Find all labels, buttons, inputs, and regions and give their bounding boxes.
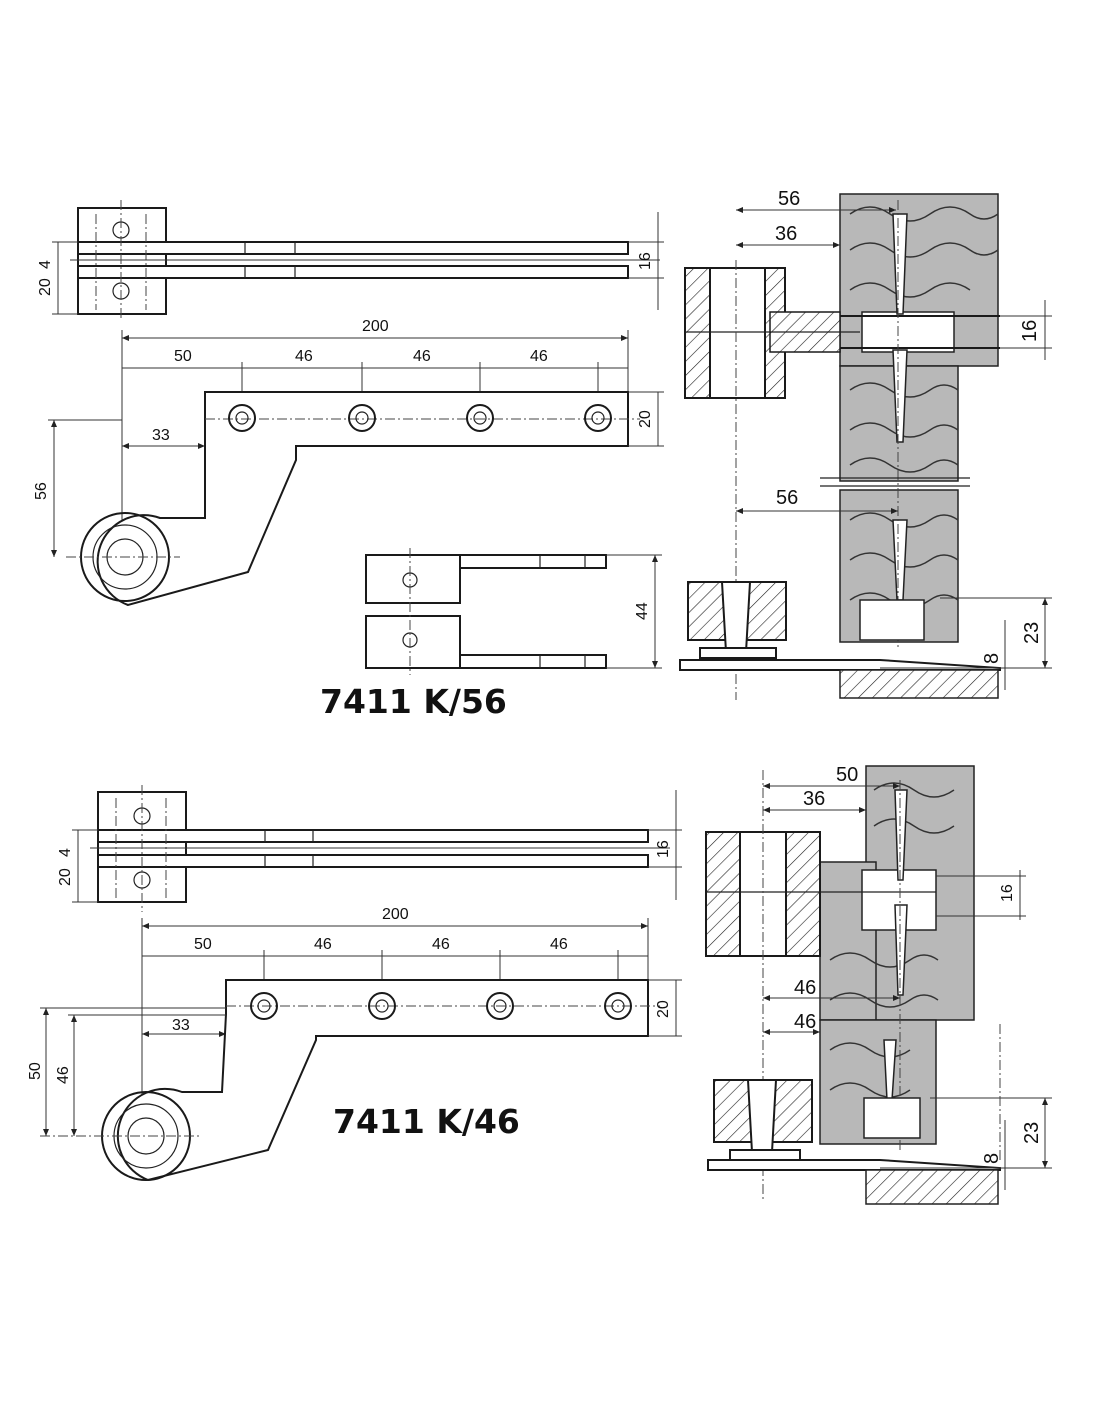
bottom-dim-46c: 46 — [550, 936, 568, 953]
top-dim-56-left: 56 — [33, 482, 50, 500]
bottom-section-view — [705, 765, 1052, 1205]
bottom-side-view — [72, 785, 682, 912]
bottom-right-dim-8: 8 — [981, 1153, 1003, 1164]
top-dim-46a: 46 — [295, 348, 313, 365]
top-dim-4: 4 — [37, 260, 54, 269]
top-dim-50: 50 — [174, 348, 192, 365]
bottom-dim-50: 50 — [194, 936, 212, 953]
bottom-dim-20: 20 — [57, 868, 74, 886]
top-right-dim-36: 36 — [775, 223, 797, 245]
top-dim-44: 44 — [634, 602, 651, 620]
top-right-dim-56: 56 — [778, 188, 800, 210]
bottom-dim-4: 4 — [57, 848, 74, 857]
top-dim-46c: 46 — [530, 348, 548, 365]
bottom-dim-46b: 46 — [432, 936, 450, 953]
bottom-dim-50-left: 50 — [27, 1062, 44, 1080]
bottom-dim-16: 16 — [655, 840, 672, 858]
bottom-dim-20-plan: 20 — [655, 1000, 672, 1018]
bottom-right-dim-23: 23 — [1021, 1122, 1043, 1144]
bottom-right-dim-36: 36 — [803, 788, 825, 810]
bottom-plan-view — [40, 979, 682, 1182]
top-dim-33: 33 — [152, 427, 170, 444]
bottom-dim-46-left: 46 — [55, 1066, 72, 1084]
top-dim-20-plan: 20 — [637, 410, 654, 428]
model-label-k56: 7411 K/56 — [320, 682, 507, 721]
top-section-view — [679, 193, 1052, 700]
top-dim-200: 200 — [362, 318, 389, 335]
bottom-right-dim-46: 46 — [794, 977, 816, 999]
bottom-right-dim-50: 50 — [836, 764, 858, 786]
bottom-right-dim-46b: 46 — [794, 1011, 816, 1033]
top-right-dim-23: 23 — [1021, 622, 1043, 644]
top-right-dim-16: 16 — [1019, 320, 1041, 342]
model-label-k46: 7411 K/46 — [333, 1102, 520, 1141]
top-right-dim-56b: 56 — [776, 487, 798, 509]
bottom-dim-200: 200 — [382, 906, 409, 923]
top-plan-view — [48, 391, 664, 607]
bottom-dim-46a: 46 — [314, 936, 332, 953]
top-dim-20: 20 — [37, 278, 54, 296]
top-side-view — [52, 200, 664, 320]
bottom-dim-33: 33 — [172, 1017, 190, 1034]
top-clamp-view — [365, 548, 662, 675]
bottom-right-dim-16: 16 — [999, 884, 1016, 902]
top-dim-16: 16 — [637, 252, 654, 270]
top-right-dim-8: 8 — [981, 653, 1003, 664]
top-dim-46b: 46 — [413, 348, 431, 365]
